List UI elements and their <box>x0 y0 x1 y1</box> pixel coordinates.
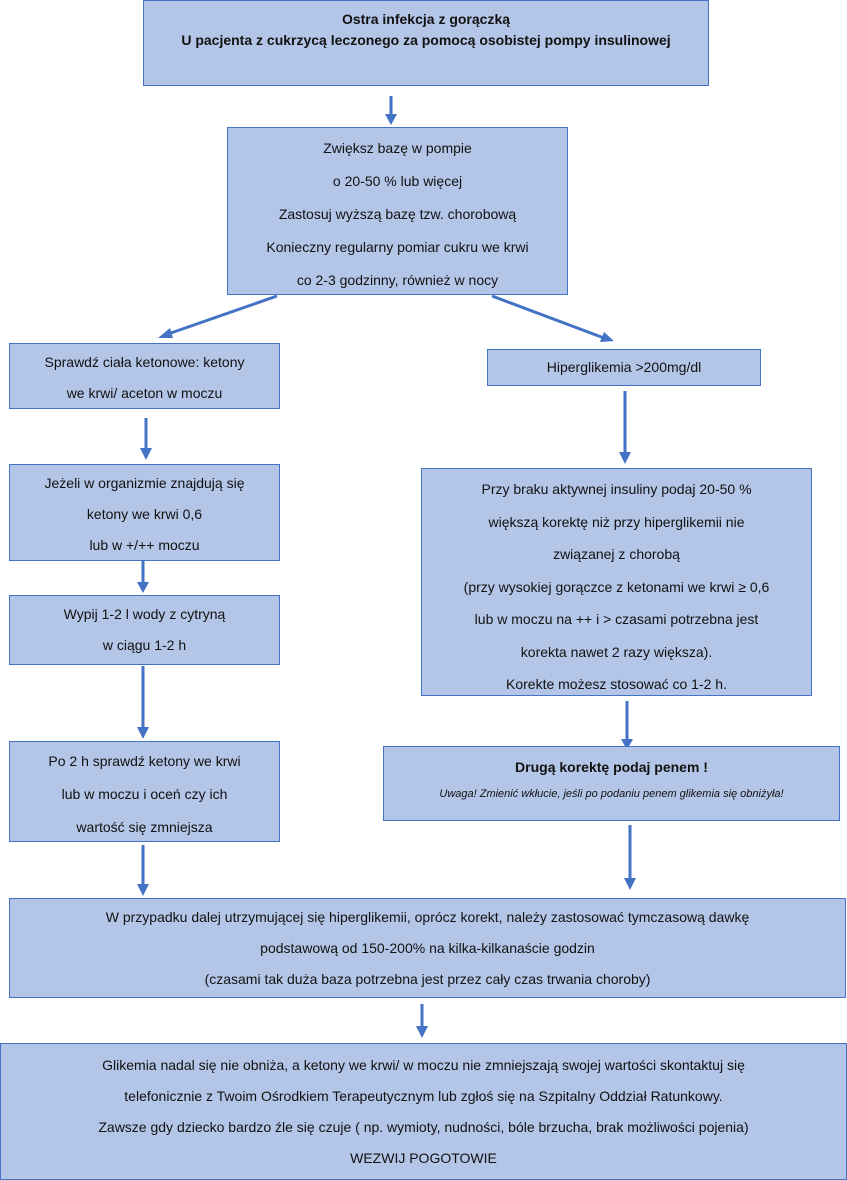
increase-basal-box: Zwiększ bazę w pompie o 20-50 % lub więc… <box>227 127 568 295</box>
arrow-second-to-temp <box>624 825 636 890</box>
temp-basal-line-1: W przypadku dalej utrzymującej się hiper… <box>105 909 750 925</box>
correction-line-2: większą korektę niż przy hiperglikemii n… <box>488 513 745 530</box>
second-correction-box: Drugą korektę podaj penem ! Uwaga! Zmien… <box>383 746 840 821</box>
arrow-temp-to-final <box>416 1004 428 1038</box>
temp-basal-line-2: podstawową od 150-200% na kilka-kilkanaś… <box>260 940 595 956</box>
ketones-line-2: we krwi/ aceton w moczu <box>66 385 223 401</box>
hyperglycemia-box: Hiperglikemia >200mg/dl <box>487 349 761 386</box>
if-ketones-line-1: Jeżeli w organizmie znajdują się <box>44 475 245 491</box>
if-ketones-line-2: ketony we krwi 0,6 <box>86 506 203 522</box>
correction-line-1: Przy braku aktywnej insuliny podaj 20-50… <box>481 481 752 497</box>
basal-line-1: Zwiększ bazę w pompie <box>323 140 472 156</box>
final-line-4: WEZWIJ POGOTOWIE <box>350 1150 497 1166</box>
water-line-2: w ciągu 1-2 h <box>102 637 187 653</box>
if-ketones-box: Jeżeli w organizmie znajdują się ketony … <box>9 464 280 561</box>
final-line-1: Glikemia nadal się nie obniża, a ketony … <box>102 1057 745 1073</box>
second-correction-title: Drugą korektę podaj penem ! <box>515 759 708 775</box>
ketones-line-1: Sprawdź ciała ketonowe: ketony <box>44 354 245 370</box>
arrow-title-to-basal <box>385 96 397 125</box>
temp-basal-box: W przypadku dalej utrzymującej się hiper… <box>9 898 846 998</box>
correction-line-7: Korekte możesz stosować co 1-2 h. <box>506 676 727 692</box>
correction-line-3: związanej z chorobą <box>553 546 680 562</box>
temp-basal-line-3: (czasami tak duża baza potrzebna jest pr… <box>204 971 651 987</box>
final-line-2: telefonicznie z Twoim Ośrodkiem Terapeut… <box>124 1088 723 1104</box>
check-2h-line-1: Po 2 h sprawdź ketony we krwi <box>48 753 241 769</box>
arrow-check-to-temp <box>137 845 149 896</box>
arrow-hyper-to-correction <box>619 391 631 464</box>
title-line-1: Ostra infekcja z gorączką <box>341 11 511 27</box>
correction-box: Przy braku aktywnej insuliny podaj 20-50… <box>421 468 812 696</box>
drink-water-box: Wypij 1-2 l wody z cytryną w ciągu 1-2 h <box>9 595 280 665</box>
arrow-correction-to-second <box>621 701 633 750</box>
arrow-basal-to-hyperglycemia <box>491 294 614 342</box>
water-line-1: Wypij 1-2 l wody z cytryną <box>63 606 226 622</box>
basal-line-2: o 20-50 % lub więcej <box>332 173 463 189</box>
check-ketones-box: Sprawdź ciała ketonowe: ketony we krwi/ … <box>9 343 280 409</box>
final-box: Glikemia nadal się nie obniża, a ketony … <box>0 1043 847 1180</box>
check-2h-line-2: lub w moczu i oceń czy ich <box>61 786 228 802</box>
arrow-if-to-water <box>137 561 149 593</box>
arrow-basal-to-ketones <box>158 294 278 338</box>
final-line-3: Zawsze gdy dziecko bardzo źle się czuje … <box>98 1119 749 1135</box>
arrow-ketones-to-if <box>140 418 152 460</box>
second-correction-note: Uwaga! Zmienić wkłucie, jeśli po podaniu… <box>439 788 784 800</box>
hyperglycemia-label: Hiperglikemia >200mg/dl <box>546 359 702 375</box>
arrow-water-to-check <box>137 666 149 739</box>
title-line-2: U pacjenta z cukrzycą leczonego za pomoc… <box>181 32 671 48</box>
basal-line-4: Konieczny regularny pomiar cukru we krwi <box>266 239 529 255</box>
correction-line-5: lub w moczu na ++ i > czasami potrzebna … <box>474 611 759 627</box>
if-ketones-line-3: lub w +/++ moczu <box>89 537 200 553</box>
check-after-2h-box: Po 2 h sprawdź ketony we krwi lub w mocz… <box>9 741 280 842</box>
title-box: Ostra infekcja z gorączką U pacjenta z c… <box>143 0 709 86</box>
correction-line-6: korekta nawet 2 razy większa). <box>520 643 713 660</box>
basal-line-3: Zastosuj wyższą bazę tzw. chorobową <box>278 206 517 222</box>
check-2h-line-3: wartość się zmniejsza <box>76 819 213 835</box>
basal-line-5: co 2-3 godzinny, również w nocy <box>296 272 499 288</box>
correction-line-4: (przy wysokiej gorączce z ketonami we kr… <box>463 578 770 595</box>
